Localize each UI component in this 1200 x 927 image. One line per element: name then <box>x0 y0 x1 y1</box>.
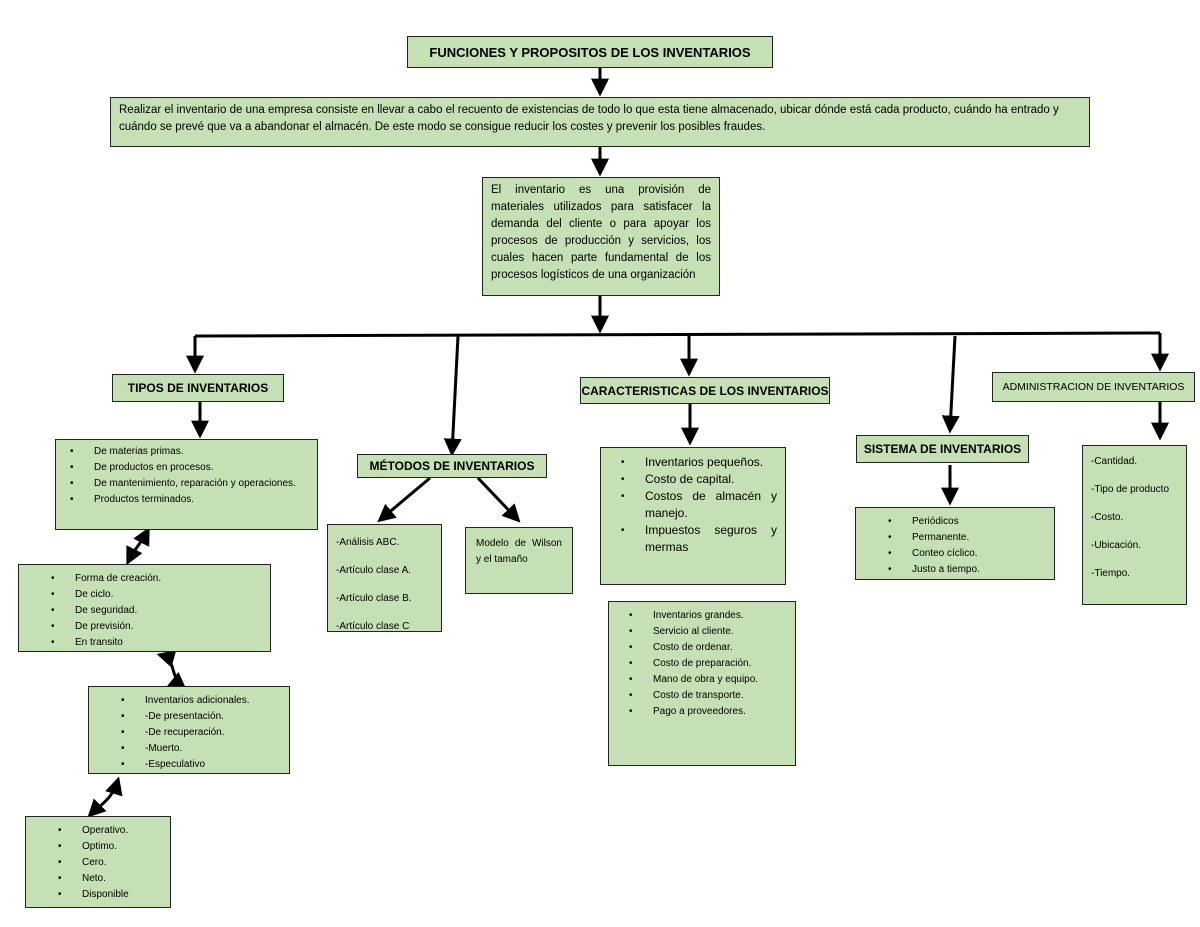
list-item: Costos de almacén y manejo. <box>615 488 777 522</box>
list-item: De ciclo. <box>45 587 260 603</box>
list-item: -De recuperación. <box>115 725 279 741</box>
branch-line <box>194 331 1161 338</box>
list-item: -Artículo clase B. <box>336 593 412 604</box>
list-item: Periódicos <box>882 514 1046 530</box>
intro-text: Realizar el inventario de una empresa co… <box>119 104 1059 133</box>
list-item: De mantenimiento, reparación y operacion… <box>64 476 309 492</box>
sistema-title: SISTEMA DE INVENTARIOS <box>863 442 1022 456</box>
metodos-title-box: MÉTODOS DE INVENTARIOS <box>357 454 547 478</box>
metodos-right-text: Modelo de Wilson y el tamaño <box>476 538 562 565</box>
list-item: Costo de transporte. <box>623 688 787 704</box>
caracteristicas-title: CARACTERISTICAS DE LOS INVENTARIOS <box>581 383 829 398</box>
arrow-metodos-right <box>476 476 521 523</box>
tipos-list1: De materias primas. De productos en proc… <box>64 444 309 508</box>
list-item: Forma de creación. <box>45 571 260 587</box>
main-title: FUNCIONES Y PROPOSITOS DE LOS INVENTARIO… <box>429 44 751 60</box>
definition-text: El inventario es una provisión de materi… <box>491 184 711 281</box>
metodos-left-box: -Análisis ABC. -Artículo clase A. -Artíc… <box>327 524 442 632</box>
list-item: -Tipo de producto <box>1091 484 1170 495</box>
arrow-metodos-left <box>377 476 431 523</box>
list-item: Servicio al cliente. <box>623 624 787 640</box>
administracion-title-box: ADMINISTRACION DE INVENTARIOS <box>992 372 1195 402</box>
arrow-to-sistema <box>941 335 960 434</box>
list-item: -Artículo clase A. <box>336 565 412 576</box>
list-item: -Muerto. <box>115 741 279 757</box>
list-item: -Especulativo <box>115 757 279 773</box>
list-item: De productos en procesos. <box>64 460 309 476</box>
administracion-list: -Cantidad. -Tipo de producto -Costo. -Ub… <box>1091 454 1178 582</box>
list-item: Pago a proveedores. <box>623 704 787 720</box>
list-item: -Artículo clase C <box>336 621 410 632</box>
intro-box: Realizar el inventario de una empresa co… <box>110 97 1090 147</box>
caracteristicas-list2-box: Inventarios grandes. Servicio al cliente… <box>608 601 796 766</box>
metodos-right-box: Modelo de Wilson y el tamaño <box>465 527 573 594</box>
list-item: -Tiempo. <box>1091 568 1131 579</box>
list-item: Permanente. <box>882 530 1046 546</box>
caracteristicas-list1-box: Inventarios pequeños. Costo de capital. … <box>600 447 786 585</box>
main-title-box: FUNCIONES Y PROPOSITOS DE LOS INVENTARIO… <box>407 36 773 68</box>
list-item: Costo de capital. <box>615 471 777 488</box>
list-item: Inventarios adicionales. <box>115 693 279 709</box>
administracion-title: ADMINISTRACION DE INVENTARIOS <box>1002 381 1185 393</box>
list-item: Optimo. <box>52 839 164 855</box>
metodos-left-list: -Análisis ABC. -Artículo clase A. -Artíc… <box>336 529 433 641</box>
list-item: Productos terminados. <box>64 492 309 508</box>
tipos-list4: Operativo. Optimo. Cero. Neto. Disponibl… <box>52 823 164 903</box>
list-item: Costo de preparación. <box>623 656 787 672</box>
sistema-title-box: SISTEMA DE INVENTARIOS <box>856 435 1029 463</box>
tipos-list2: Forma de creación. De ciclo. De segurida… <box>45 571 260 651</box>
list-item: Costo de ordenar. <box>623 640 787 656</box>
caracteristicas-list1: Inventarios pequeños. Costo de capital. … <box>615 454 777 556</box>
tipos-list3: Inventarios adicionales. -De presentació… <box>115 693 279 773</box>
list-item: -De presentación. <box>115 709 279 725</box>
arrow-to-metodos <box>443 335 462 457</box>
list-item: De previsión. <box>45 619 260 635</box>
definition-box: El inventario es una provisión de materi… <box>482 177 720 296</box>
list-item: Mano de obra y equipo. <box>623 672 787 688</box>
list-item: En transito <box>45 635 260 651</box>
metodos-title: MÉTODOS DE INVENTARIOS <box>369 459 535 473</box>
list-item: -Costo. <box>1091 512 1124 523</box>
list-item: Operativo. <box>52 823 164 839</box>
tipos-list3-box: Inventarios adicionales. -De presentació… <box>88 686 290 774</box>
sistema-list: Periódicos Permanente. Conteo cíclico. J… <box>882 514 1046 578</box>
list-item: De materias primas. <box>64 444 309 460</box>
caracteristicas-title-box: CARACTERISTICAS DE LOS INVENTARIOS <box>580 377 830 404</box>
list-item: De seguridad. <box>45 603 260 619</box>
list-item: -Ubicación. <box>1091 540 1142 551</box>
tipos-list2-box: Forma de creación. De ciclo. De segurida… <box>18 564 271 652</box>
sistema-list-box: Periódicos Permanente. Conteo cíclico. J… <box>855 507 1055 580</box>
list-item: Conteo cíclico. <box>882 546 1046 562</box>
list-item: -Cantidad. <box>1091 456 1138 467</box>
tipos-list1-box: De materias primas. De productos en proc… <box>55 439 318 530</box>
list-item: Disponible <box>52 887 164 903</box>
list-item: Justo a tiempo. <box>882 562 1046 578</box>
curved-arrow-2 <box>156 650 187 691</box>
list-item: -Análisis ABC. <box>336 537 400 548</box>
tipos-title-box: TIPOS DE INVENTARIOS <box>112 374 284 402</box>
list-item: Impuestos seguros y mermas <box>615 522 777 556</box>
caracteristicas-list2: Inventarios grandes. Servicio al cliente… <box>623 608 787 720</box>
list-item: Cero. <box>52 855 164 871</box>
administracion-list-box: -Cantidad. -Tipo de producto -Costo. -Ub… <box>1082 445 1187 605</box>
list-item: Neto. <box>52 871 164 887</box>
curved-arrow-1 <box>126 526 150 566</box>
list-item: Inventarios pequeños. <box>615 454 777 471</box>
curved-arrow-3 <box>87 776 123 818</box>
list-item: Inventarios grandes. <box>623 608 787 624</box>
tipos-title: TIPOS DE INVENTARIOS <box>127 381 269 395</box>
tipos-list4-box: Operativo. Optimo. Cero. Neto. Disponibl… <box>25 816 171 908</box>
